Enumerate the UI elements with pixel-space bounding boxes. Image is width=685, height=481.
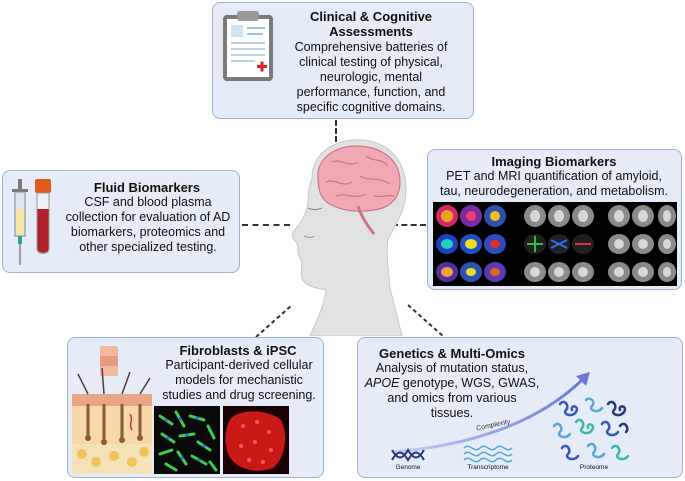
clinical-title-line1: Clinical & Cognitive (309, 9, 433, 24)
fluid-body-line: other specialized testing. (79, 240, 217, 254)
rna-icon (463, 445, 513, 463)
fluid-body-line: CSF and blood plasma (84, 195, 212, 209)
fluid-biomarkers-panel: Fluid Biomarkers CSF and blood plasma co… (2, 170, 240, 273)
apoe-gene-text: APOE (364, 376, 400, 390)
clinical-assessment-panel: Clinical & Cognitive Assessments Compreh… (212, 2, 474, 119)
complexity-arrow (391, 372, 590, 454)
head-illustration (291, 139, 407, 336)
clinical-title-line2: Assessments (329, 24, 413, 39)
brain-icon (317, 145, 401, 212)
syringe-icon (12, 179, 28, 265)
imaging-biomarkers-panel: Imaging Biomarkers PET and MRI quantific… (427, 149, 682, 290)
proteome-label: Proteome (579, 464, 609, 471)
clipboard-icon (223, 11, 273, 81)
imaging-body-line: PET and MRI quantification of amyloid, (446, 169, 662, 183)
clinical-body-line: specific cognitive domains. (296, 100, 446, 114)
dna-icon (391, 448, 425, 462)
genetics-body-line-2-rest: genotype, WGS, GWAS, (399, 376, 540, 390)
fibroblasts-body-line: studies and drug screening. (162, 388, 316, 402)
blood-tube-icon (35, 179, 51, 254)
genetics-title: Genetics & Multi-Omics (379, 346, 525, 361)
fibroblasts-body-line: Participant-derived cellular (165, 358, 313, 372)
fibroblast-microscopy-image (154, 406, 220, 474)
skin-cross-section-icon (72, 346, 152, 474)
connector-left (242, 224, 290, 226)
clinical-body-line: performance, function, and (296, 85, 446, 99)
transcriptome-label: Transcriptome (467, 464, 509, 471)
genetics-body-line: and omics from various (387, 391, 517, 405)
connector-top (335, 120, 337, 150)
protein-cluster-icon (552, 397, 630, 461)
connector-right (392, 224, 426, 226)
genetics-body-line: tissues. (430, 406, 474, 420)
imaging-title: Imaging Biomarkers (491, 154, 617, 169)
fibroblasts-body-line: models for mechanistic (175, 373, 303, 387)
imaging-body-line: tau, neurodegeneration, and metabolism. (440, 184, 668, 198)
brain-scan-images (433, 202, 677, 286)
genetics-body-line-2: APOE genotype, WGS, GWAS, (362, 376, 542, 391)
fibroblasts-title: Fibroblasts & iPSC (179, 343, 297, 358)
genetics-multiomics-panel: Genetics & Multi-Omics Analysis of mutat… (357, 337, 683, 478)
clinical-body-line: neurologic, mental (319, 70, 423, 84)
clinical-body-line: clinical testing of physical, (299, 55, 443, 69)
fibroblasts-ipsc-panel: Fibroblasts & iPSC Participant-derived c… (67, 337, 324, 478)
genome-label: Genome (395, 464, 421, 471)
clinical-body-line: Comprehensive batteries of (294, 40, 448, 54)
fluid-body-line: biomarkers, proteomics and (70, 225, 226, 239)
fluid-title: Fluid Biomarkers (93, 180, 201, 195)
fluid-body-line: collection for evaluation of AD (65, 210, 231, 224)
ipsc-microscopy-image (223, 406, 289, 474)
genetics-body-line: Analysis of mutation status, (375, 361, 529, 375)
